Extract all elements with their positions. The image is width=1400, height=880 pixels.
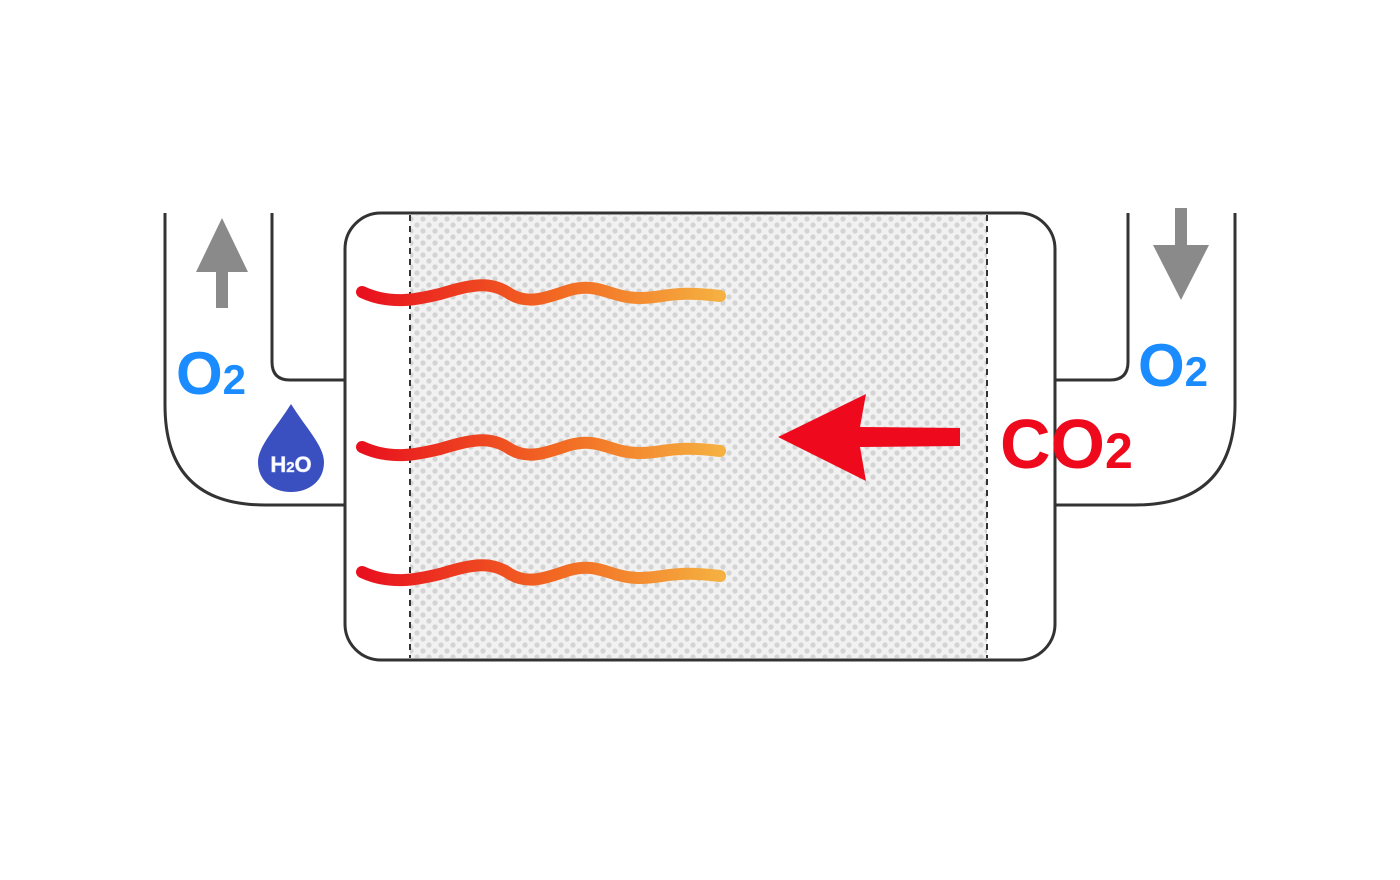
arrow-up-icon (196, 218, 248, 308)
right-oxygen-label: O2 (1138, 332, 1208, 399)
left-outlet-pipe (163, 213, 345, 507)
left-oxygen-label: O2 (176, 340, 246, 407)
arrow-left-icon (778, 394, 960, 481)
water-drop-icon: H2O (258, 404, 324, 492)
heat-wave-middle (356, 434, 726, 462)
heat-wave-top (356, 279, 726, 307)
co2-label: CO2 (1000, 405, 1133, 483)
arrow-down-icon (1153, 208, 1209, 300)
water-label: H2O (270, 452, 311, 477)
heat-wave-icon (356, 279, 726, 587)
heat-wave-bottom (356, 559, 726, 587)
right-inlet-pipe (1055, 213, 1237, 507)
